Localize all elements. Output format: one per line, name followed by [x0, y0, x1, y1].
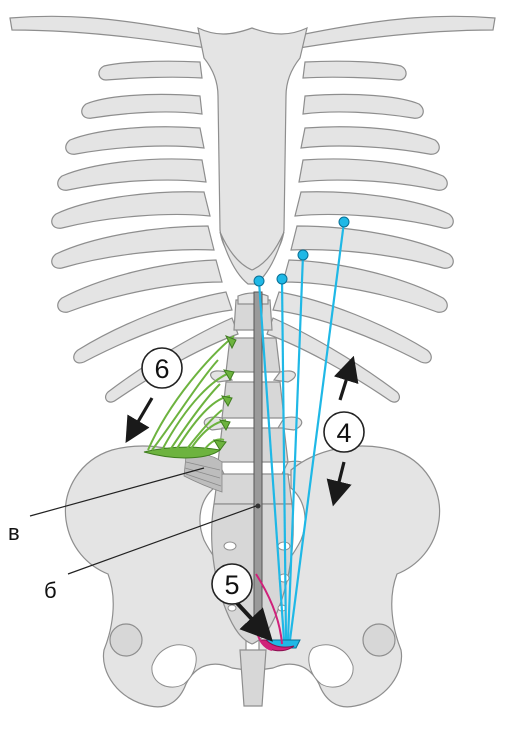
marker-4-label: 4 [336, 418, 351, 448]
insertion-dot [339, 217, 349, 227]
ribs-left [52, 61, 238, 402]
ribs-right [267, 61, 453, 402]
marker-4: 4 [324, 412, 364, 452]
marker-5: 5 [212, 564, 252, 604]
marker-6: 6 [142, 348, 182, 388]
label-v: в [8, 520, 20, 545]
insertion-dot [254, 276, 264, 286]
arrow-6 [132, 398, 152, 432]
insertion-dot [298, 250, 308, 260]
label-b: б [44, 578, 57, 603]
rod-b [254, 292, 262, 622]
sternum [198, 28, 307, 272]
arrow-4-up [340, 368, 350, 400]
marker-5-label: 5 [224, 570, 239, 600]
insertion-dot [277, 274, 287, 284]
marker-6-label: 6 [154, 354, 169, 384]
